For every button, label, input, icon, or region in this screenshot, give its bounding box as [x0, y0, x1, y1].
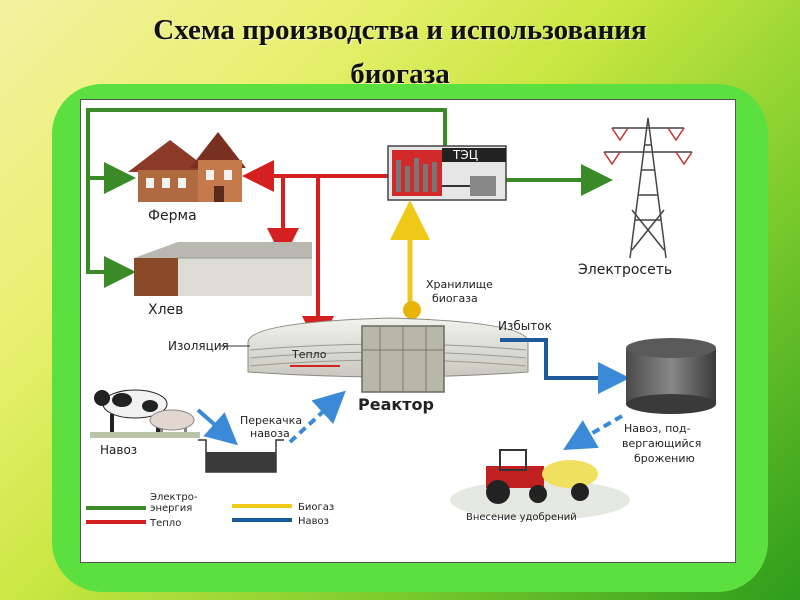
pit-to-reactor-arrow — [288, 390, 346, 444]
biogas-storage-dome — [403, 301, 421, 319]
storage-label-2: биогаза — [432, 292, 478, 305]
manure-pit — [198, 439, 284, 473]
manure-to-pit-arrow — [196, 408, 238, 446]
heat-label: Тепло — [291, 348, 327, 361]
barn-building — [134, 242, 312, 296]
manure-label: Навоз — [100, 443, 137, 457]
excess-label: Избыток — [498, 319, 552, 333]
digestate-label-2: вергающийся — [622, 437, 701, 450]
digestate-label-1: Навоз, под- — [624, 422, 691, 435]
legend: Электро- энергия Тепло Биогаз Навоз — [86, 492, 334, 529]
title-line-1: Схема производства и использования — [153, 14, 647, 46]
legend-label-electricity-2: энергия — [150, 503, 192, 514]
pump-label-2: навоза — [250, 427, 290, 440]
page-title: Схема производства и использования биога… — [0, 8, 800, 96]
chp-label: ТЭЦ — [452, 148, 478, 162]
legend-label-manure: Навоз — [298, 516, 329, 527]
digestate-to-tractor-arrow — [563, 414, 623, 450]
pump-label-1: Перекачка — [240, 414, 302, 427]
electricity-to-barn-arrow — [86, 108, 447, 288]
tractor — [450, 449, 630, 520]
digestate-tank — [626, 338, 716, 414]
grid-label: Электросеть — [578, 262, 672, 278]
livestock — [90, 389, 200, 438]
heat-lines — [242, 160, 388, 348]
chp-plant — [387, 145, 507, 201]
electricity-lines — [86, 108, 613, 288]
legend-label-electricity-1: Электро- — [150, 492, 198, 503]
excess-to-tank-arrow — [500, 338, 630, 394]
storage-label-1: Хранилище — [426, 278, 493, 291]
insulation-label: Изоляция — [168, 339, 229, 353]
digestate-label-3: брожению — [634, 452, 695, 465]
fertilizer-label: Внесение удобрений — [466, 512, 577, 523]
farm-label: Ферма — [148, 208, 197, 224]
barn-label: Хлев — [148, 302, 183, 318]
reactor-label: Реактор — [358, 395, 434, 414]
reactor — [247, 317, 529, 393]
power-pylon — [603, 117, 693, 259]
farm-building — [128, 132, 246, 202]
legend-label-heat: Тепло — [149, 518, 181, 529]
legend-label-biogas: Биогаз — [298, 502, 334, 513]
